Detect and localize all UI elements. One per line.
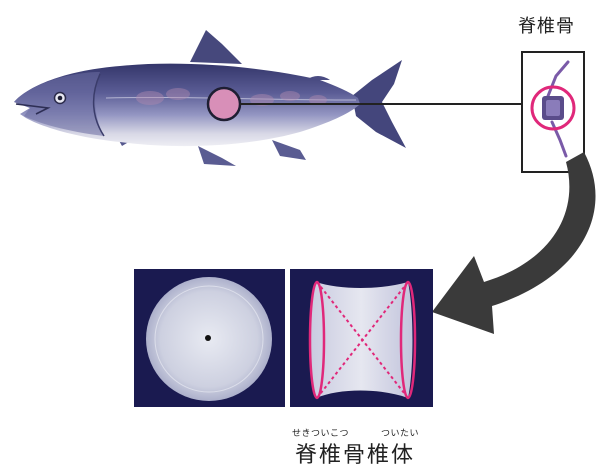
vertebra-centrum-face (546, 100, 560, 116)
body-highlight-circle (208, 88, 240, 120)
disc-center-hole (205, 335, 211, 341)
fish-pupil (58, 96, 63, 101)
pelvic-fin (198, 146, 236, 166)
curved-arrow (432, 152, 596, 334)
dorsal-fin (190, 30, 242, 64)
vertebral-body-label: 脊椎骨椎体 (295, 437, 415, 469)
salmon-illustration (14, 30, 406, 166)
anal-fin (272, 140, 306, 160)
vertebra-inset (522, 52, 584, 172)
vertebral-body-photos (134, 269, 433, 407)
vertebra-label: 脊椎骨 (518, 12, 575, 38)
